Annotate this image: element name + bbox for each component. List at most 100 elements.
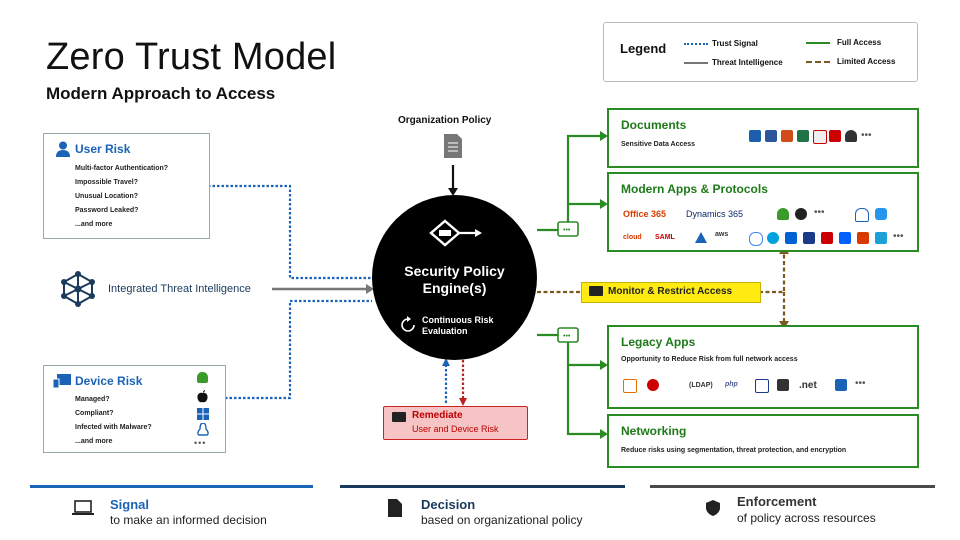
jboss-icon: [647, 379, 659, 391]
device-risk-box: Device Risk Managed? Compliant? Infected…: [43, 365, 182, 453]
modern-os-more-icon: •••: [814, 207, 825, 218]
remediate-chat-icon: [392, 412, 406, 422]
box-icon: [785, 232, 797, 244]
android-icon: [197, 372, 208, 383]
legacy-apps-box: Legacy Apps Opportunity to Reduce Risk f…: [607, 325, 919, 409]
user-risk-list: Multi-factor Authentication? Impossible …: [75, 162, 168, 232]
policy-engine-icon: [429, 219, 482, 247]
monitor-label: Monitor & Restrict Access: [608, 286, 733, 297]
dotnet-label: .net: [799, 380, 817, 391]
legend: Legend Trust Signal Threat Intelligence …: [603, 22, 918, 82]
decision-document-icon: [388, 499, 402, 517]
linux-icon: [197, 423, 209, 436]
mobile-app-icon: [803, 232, 815, 244]
legend-threat-intel-label: Threat Intelligence: [712, 58, 783, 67]
documents-sub: Sensitive Data Access: [621, 141, 696, 148]
php-label: php: [725, 381, 738, 388]
cisco-icon: [875, 232, 887, 244]
remediate-red-arrowhead: [459, 398, 467, 406]
page-title: Zero Trust Model: [46, 36, 337, 78]
linux-app-icon: [855, 208, 869, 222]
user-risk-item: ...and more: [75, 221, 113, 228]
legacy-apps-title: Legacy Apps: [621, 335, 696, 349]
legend-limited-access-swatch: [806, 61, 830, 63]
device-more-icon: •••: [194, 438, 207, 448]
threat-intel-network-icon: [61, 271, 95, 307]
remediate-title: Remediate: [412, 410, 463, 421]
org-policy-label: Organization Policy: [398, 115, 492, 126]
word-icon: [765, 130, 777, 142]
documents-more-icon: •••: [861, 130, 872, 141]
svg-text:•••: •••: [563, 227, 571, 234]
decision-bar: [340, 485, 625, 488]
java-icon: [623, 379, 637, 393]
user-risk-title: User Risk: [75, 142, 131, 156]
engine-title: Security Policy Engine(s): [372, 263, 537, 297]
user-risk-box: User Risk Multi-factor Authentication? I…: [43, 133, 210, 239]
documents-box: Documents Sensitive Data Access •••: [607, 108, 919, 168]
remediate-box: Remediate User and Device Risk: [383, 406, 528, 440]
office-app-icon: [857, 232, 869, 244]
org-policy-arrowhead: [448, 188, 458, 196]
device-icon: [53, 374, 71, 388]
powerpoint-icon: [781, 130, 793, 142]
networking-sub: Reduce risks using segmentation, threat …: [621, 447, 847, 454]
saas-more-icon: •••: [893, 231, 904, 242]
office365-label: Office 365: [623, 209, 667, 219]
legend-full-access-label: Full Access: [837, 38, 882, 47]
device-risk-list: Managed? Compliant? Infected with Malwar…: [75, 393, 152, 449]
legend-full-access-swatch: [806, 42, 830, 44]
full-access-line-bottom: [537, 333, 602, 436]
docker-icon: [875, 208, 887, 220]
shield-icon: [706, 500, 720, 516]
apple-icon: [197, 390, 208, 403]
arrowhead-networking: [600, 429, 608, 439]
device-risk-signal-line: [180, 299, 372, 400]
excel-icon: [797, 130, 809, 142]
remediate-blue-arrowhead: [442, 358, 450, 366]
cre-line2: Evaluation: [422, 326, 468, 336]
legend-trust-signal-swatch: [684, 43, 708, 45]
remediate-sub: User and Device Risk: [412, 424, 499, 434]
dropbox-icon: [839, 232, 851, 244]
signal-bar: [30, 485, 313, 488]
arrowhead-documents: [600, 131, 608, 141]
threat-intel-arrowhead: [366, 284, 374, 294]
android-app-icon: [777, 208, 789, 220]
legend-limited-access-label: Limited Access: [837, 57, 896, 66]
legend-threat-intel-swatch: [684, 62, 708, 64]
device-risk-title: Device Risk: [75, 374, 143, 388]
salesforce-icon: [767, 232, 779, 244]
user-risk-signal-line: [208, 184, 372, 280]
outlook-icon: [749, 130, 761, 142]
server-icon: [777, 379, 789, 391]
legend-title: Legend: [620, 41, 667, 56]
device-risk-item: ...and more: [75, 438, 113, 445]
networking-title: Networking: [621, 424, 687, 438]
saml-logo: SAML: [655, 234, 675, 241]
footer-enforcement-sub: of policy across resources: [737, 511, 876, 525]
user-risk-item: Unusual Location?: [75, 193, 138, 200]
networking-box: Networking Reduce risks using segmentati…: [607, 414, 919, 468]
azure-icon: [695, 232, 707, 243]
chat-icon: [589, 286, 603, 296]
arrowhead-modern: [600, 199, 608, 209]
device-risk-item: Compliant?: [75, 410, 114, 417]
user-risk-item: Multi-factor Authentication?: [75, 165, 169, 172]
dynamics365-label: Dynamics 365: [686, 209, 744, 219]
ldap-label: (LDAP): [689, 382, 713, 389]
footer-decision-sub: based on organizational policy: [421, 513, 583, 527]
engine-title-line1: Security Policy: [404, 263, 505, 279]
user-risk-item: Impossible Travel?: [75, 179, 139, 186]
continuous-risk-evaluation: Continuous Risk Evaluation: [422, 315, 494, 337]
documents-title: Documents: [621, 118, 687, 132]
modern-apps-box: Modern Apps & Protocols Office 365 Dynam…: [607, 172, 919, 252]
windows-icon: [197, 408, 209, 420]
enforcement-bar: [650, 485, 935, 488]
google-icon: [749, 232, 763, 246]
green-bubble-top: [557, 221, 579, 237]
engine-title-line2: Engine(s): [422, 280, 487, 296]
citrix-logo: cloud: [623, 234, 642, 241]
laptop-icon: [72, 500, 94, 515]
